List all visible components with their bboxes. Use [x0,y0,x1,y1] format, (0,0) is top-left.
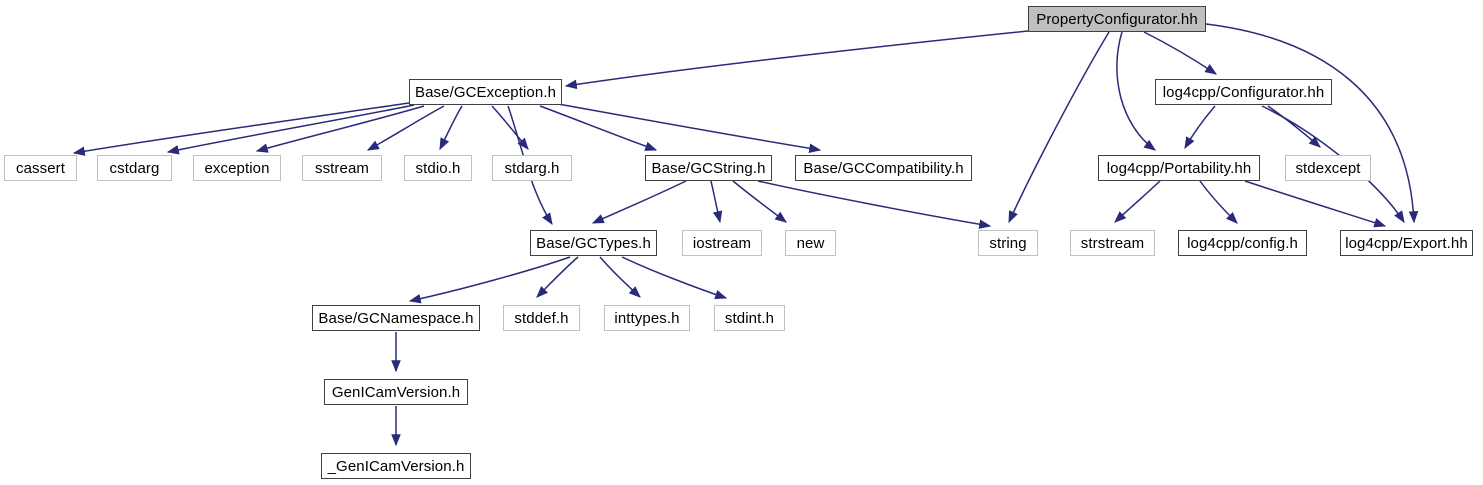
graph-edge-gcstring-to-iostream [710,180,723,224]
graph-node-config_h[interactable]: log4cpp/config.h [1178,230,1307,256]
graph-node-label: log4cpp/Configurator.hh [1162,83,1325,101]
graph-edge-gctypes-to-stddef_h [536,256,579,298]
graph-edge-gcstring-to-new [732,180,787,223]
graph-edge-gcexception-to-stdarg_h [491,105,529,150]
graph-node-stdint_h[interactable]: stdint.h [714,305,785,331]
graph-node-label: Base/GCString.h [651,159,766,177]
graph-node-export_hh[interactable]: log4cpp/Export.hh [1340,230,1473,256]
graph-node-label: new [796,234,825,252]
graph-node-label: Base/GCCompatibility.h [803,159,964,177]
graph-node-stdarg_h[interactable]: stdarg.h [492,155,572,181]
graph-node-portability[interactable]: log4cpp/Portability.hh [1098,155,1260,181]
graph-node-label: sstream [314,159,370,177]
graph-edge-configurator-to-stdexcept [1267,105,1321,148]
graph-edge-configurator-to-portability [1184,105,1216,150]
graph-node-label: GenICamVersion.h [331,383,461,401]
graph-node-label: cassert [15,159,66,177]
graph-node-label: stddef.h [514,309,569,327]
graph-node-label: strstream [1080,234,1145,252]
graph-node-label: Base/GCTypes.h [536,234,651,252]
graph-edge-gctypes-to-gcnamespace [408,256,571,304]
graph-node-exception[interactable]: exception [193,155,281,181]
graph-edge-propertyconfigurator-to-portability [1116,31,1156,151]
graph-node-label: exception [204,159,270,177]
graph-node-gcexception[interactable]: Base/GCException.h [409,79,562,105]
graph-edge-gcexception-to-cstdarg [166,104,415,155]
graph-node-label: _GenICamVersion.h [327,457,465,475]
graph-node-propertyconfigurator[interactable]: PropertyConfigurator.hh [1028,6,1206,32]
graph-node-stdio_h[interactable]: stdio.h [404,155,472,181]
graph-node-gctypes[interactable]: Base/GCTypes.h [530,230,657,256]
graph-node-gcstring[interactable]: Base/GCString.h [645,155,772,181]
graph-node-label: stdarg.h [504,159,560,177]
graph-node-new[interactable]: new [785,230,836,256]
graph-node-sstream[interactable]: sstream [302,155,382,181]
graph-node-label: stdint.h [724,309,775,327]
graph-edge-gcexception-to-stdio_h [439,105,463,151]
graph-node-_genicamversion[interactable]: _GenICamVersion.h [321,453,471,479]
graph-edge-gctypes-to-stdint_h [621,256,728,300]
graph-edge-portability-to-config_h [1199,180,1238,224]
graph-node-label: string [989,234,1027,252]
graph-node-label: stdexcept [1295,159,1361,177]
graph-edge-gctypes-to-inttypes_h [599,256,641,298]
graph-node-gcnamespace[interactable]: Base/GCNamespace.h [312,305,480,331]
graph-node-configurator[interactable]: log4cpp/Configurator.hh [1155,79,1332,105]
graph-node-label: Base/GCException.h [414,83,557,101]
graph-node-string[interactable]: string [978,230,1038,256]
graph-node-label: Base/GCNamespace.h [318,309,474,327]
graph-node-label: PropertyConfigurator.hh [1036,10,1198,28]
graph-node-label: log4cpp/Export.hh [1345,234,1468,252]
graph-edge-propertyconfigurator-to-string [1008,31,1110,224]
graph-edge-propertyconfigurator-to-export_hh [1205,23,1419,224]
graph-edge-portability-to-export_hh [1244,180,1387,228]
graph-edge-gcexception-to-gcstring [539,105,658,151]
graph-node-label: stdio.h [415,159,461,177]
graph-node-gccompatibility[interactable]: Base/GCCompatibility.h [795,155,972,181]
graph-node-genicamversion[interactable]: GenICamVersion.h [324,379,468,405]
graph-node-cassert[interactable]: cassert [4,155,77,181]
graph-edge-gcstring-to-string [757,180,992,229]
graph-node-label: cstdarg [109,159,160,177]
graph-edge-gcstring-to-gctypes [591,180,687,224]
graph-node-inttypes_h[interactable]: inttypes.h [604,305,690,331]
graph-edge-gcexception-to-gccompatibility [557,103,822,154]
graph-node-stddef_h[interactable]: stddef.h [503,305,580,331]
graph-node-label: log4cpp/config.h [1187,234,1298,252]
graph-node-cstdarg[interactable]: cstdarg [97,155,172,181]
graph-edge-propertyconfigurator-to-gcexception [564,30,1029,90]
graph-node-strstream[interactable]: strstream [1070,230,1155,256]
graph-edge-gcexception-to-cassert [72,102,410,156]
graph-node-label: inttypes.h [614,309,680,327]
graph-edge-gcexception-to-exception [255,105,425,153]
graph-node-label: log4cpp/Portability.hh [1106,159,1252,177]
graph-node-iostream[interactable]: iostream [682,230,762,256]
graph-node-label: iostream [692,234,752,252]
graph-edge-propertyconfigurator-to-configurator [1143,31,1217,75]
graph-edge-gcexception-to-sstream [366,105,445,151]
graph-edge-portability-to-strstream [1114,180,1161,223]
graph-node-stdexcept[interactable]: stdexcept [1285,155,1371,181]
